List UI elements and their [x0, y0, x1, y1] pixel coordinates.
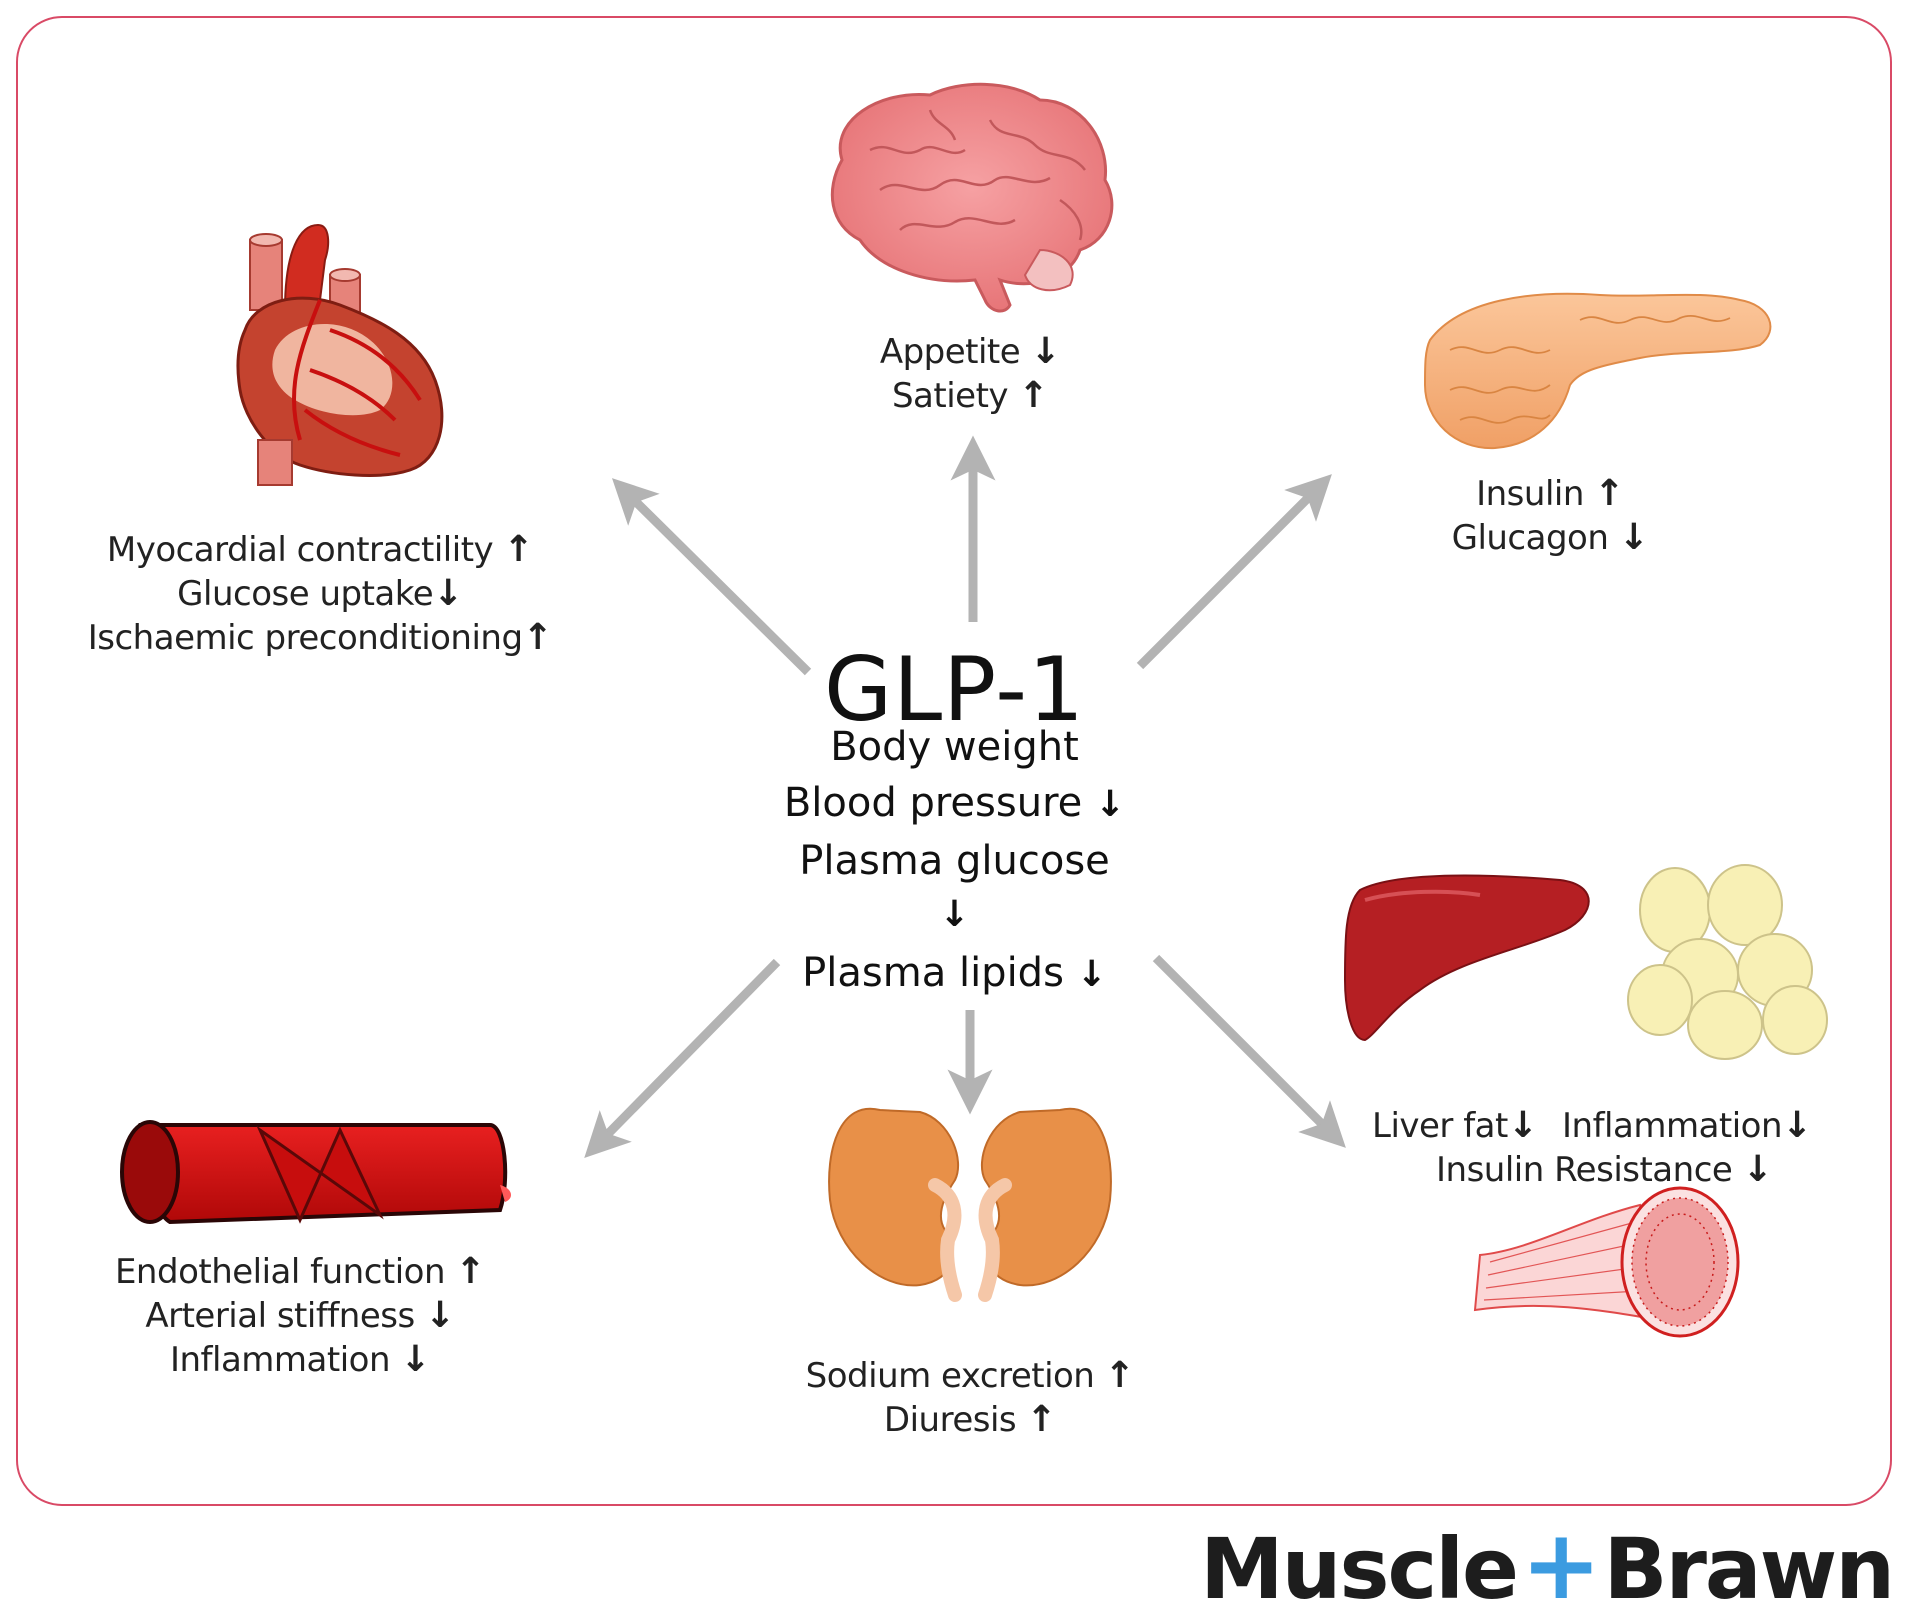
label-diuresis: Diuresis ↑	[883, 1399, 1057, 1440]
label-liver-fat: Liver fat↓	[1372, 1105, 1538, 1146]
center-blood-pressure: Blood pressure ↓	[783, 780, 1126, 826]
vessel-labels: Endothelial function ↑ Arterial stiffnes…	[110, 1250, 490, 1382]
label-insulin-resistance: Insulin Resistance ↓	[1436, 1149, 1773, 1190]
glp1-title: GLP-1	[823, 638, 1086, 741]
pancreas-icon	[1423, 292, 1772, 450]
label-sodium-excretion: Sodium excretion ↑	[805, 1355, 1135, 1396]
label-insulin: Insulin ↑	[1476, 473, 1624, 514]
arrow-to-heart	[612, 478, 812, 676]
brand-logo: Muscle+Brawn	[1200, 1509, 1895, 1621]
brand-right: Brawn	[1603, 1520, 1895, 1618]
liver-icon	[1343, 874, 1590, 1042]
heart-labels: Myocardial contractility ↑ Glucose uptak…	[80, 528, 560, 660]
label-glucagon: Glucagon ↓	[1451, 517, 1649, 558]
pancreas-labels: Insulin ↑ Glucagon ↓	[1420, 472, 1680, 560]
brain-icon	[830, 82, 1114, 313]
center-plasma-glucose: Plasma glucose	[799, 838, 1110, 884]
label-liver-inflammation: Inflammation↓	[1562, 1105, 1812, 1146]
label-appetite: Appetite ↓	[879, 331, 1061, 372]
arrows	[584, 435, 1346, 1159]
brain-labels: Appetite ↓ Satiety ↑	[840, 330, 1100, 418]
center-plasma-lipids: Plasma lipids ↓	[802, 950, 1107, 996]
brand-left: Muscle	[1200, 1520, 1519, 1618]
arrow-to-pancreas	[1136, 474, 1332, 670]
brand-plus-icon: +	[1521, 1509, 1601, 1621]
center-body-weight: Body weight	[830, 724, 1079, 770]
label-ischaemic: Ischaemic preconditioning↑	[87, 617, 553, 658]
label-glucose-uptake: Glucose uptake↓	[177, 573, 463, 614]
label-vessel-inflammation: Inflammation ↓	[169, 1339, 431, 1380]
kidneys-icon	[828, 1107, 1112, 1302]
arrow-to-vessel	[584, 958, 781, 1159]
muscle-icon	[1473, 1186, 1740, 1338]
label-myocardial: Myocardial contractility ↑	[106, 529, 534, 570]
center-glucose-arrow: ↓	[939, 894, 970, 935]
blood-vessel-icon	[120, 1120, 512, 1225]
label-satiety: Satiety ↑	[891, 375, 1049, 416]
kidney-labels: Sodium excretion ↑ Diuresis ↑	[800, 1354, 1140, 1442]
heart-icon	[236, 223, 444, 486]
label-endothelial: Endothelial function ↑	[114, 1251, 486, 1292]
fat-cells-icon	[1627, 864, 1828, 1060]
arrow-to-liver	[1152, 954, 1346, 1148]
label-arterial-stiffness: Arterial stiffness ↓	[145, 1295, 455, 1336]
